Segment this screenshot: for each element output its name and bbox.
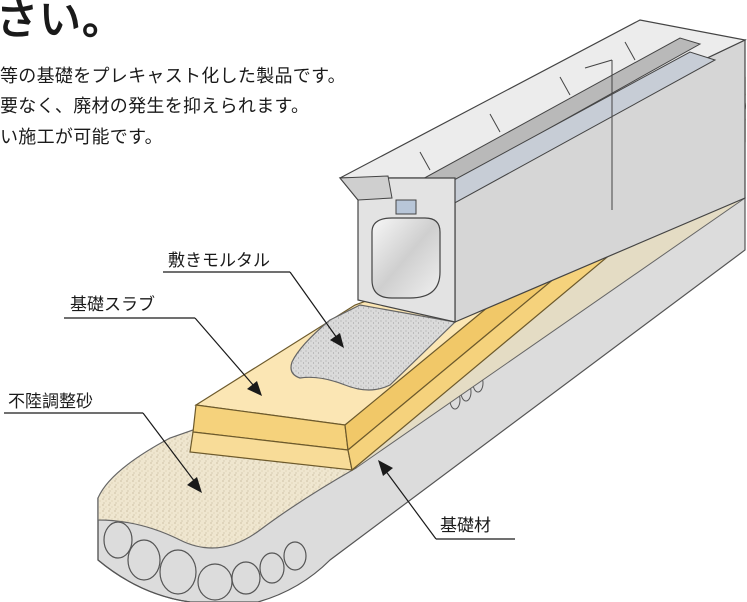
label-base-material: 基礎材 bbox=[440, 516, 491, 536]
gravel-circles-front bbox=[103, 521, 307, 601]
headline: さい。 bbox=[0, 0, 126, 44]
bedding-mortar-layer bbox=[290, 304, 457, 391]
label-foundation-slab: 基礎スラブ bbox=[70, 294, 155, 315]
callout-bedding-mortar: 敷きモルタル bbox=[163, 251, 344, 348]
precast-drainage-block bbox=[338, 19, 747, 323]
callout-base-material: 基礎材 bbox=[378, 460, 515, 540]
description-line-2: 要なく、廃材の発生を抑えられます。 bbox=[0, 96, 310, 117]
callout-foundation-slab: 基礎スラブ bbox=[64, 294, 262, 396]
description-line-1: 等の基礎をプレキャスト化した製品です。 bbox=[0, 66, 346, 87]
description-line-3: い施工が可能です。 bbox=[0, 127, 163, 148]
label-bedding-mortar: 敷きモルタル bbox=[168, 251, 270, 271]
callout-subbase-sand: 不陸調整砂 bbox=[4, 392, 202, 493]
label-subbase-sand: 不陸調整砂 bbox=[8, 392, 93, 412]
